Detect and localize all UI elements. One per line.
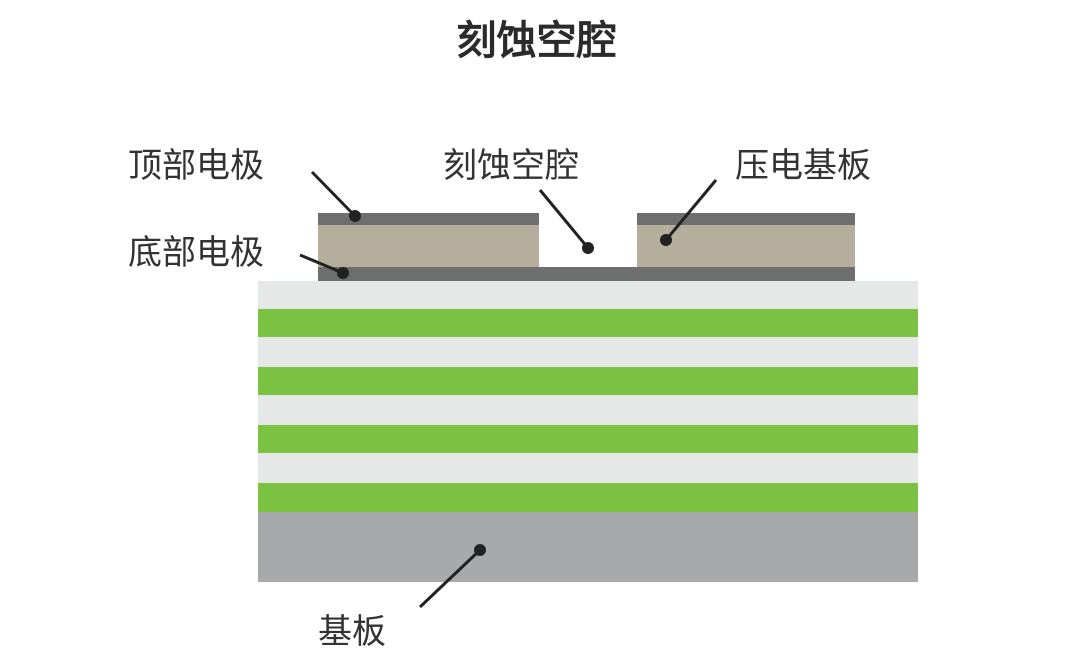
top-electrode-left — [318, 213, 539, 225]
reflector-light-layer — [258, 281, 918, 309]
diagram-title: 刻蚀空腔 — [456, 18, 617, 64]
reflector-green-layer — [258, 367, 918, 395]
reflector-light-layer — [258, 395, 918, 425]
reflector-green-layer — [258, 425, 918, 453]
leader-line-top-electrode — [310, 170, 357, 218]
label-etched-cavity: 刻蚀空腔 — [443, 146, 579, 186]
pointer-dot-icon — [474, 544, 486, 556]
pointer-dot-icon — [660, 234, 672, 246]
substrate-layer — [258, 512, 918, 582]
leader-line-etched-cavity — [538, 189, 590, 249]
label-substrate: 基板 — [318, 612, 386, 652]
leader-line-piezo-substrate — [664, 179, 718, 241]
leader-line-bottom-electrode — [299, 253, 344, 275]
top-electrode-right — [637, 213, 855, 225]
reflector-light-layer — [258, 337, 918, 367]
reflector-green-layer — [258, 309, 918, 337]
reflector-green-layer — [258, 483, 918, 512]
reflector-light-layer — [258, 453, 918, 483]
pointer-dot-icon — [337, 267, 349, 279]
pointer-dot-icon — [582, 242, 594, 254]
piezo-block-left — [318, 225, 539, 267]
label-piezo-substrate: 压电基板 — [735, 146, 871, 186]
leader-line-substrate — [418, 548, 482, 609]
bottom-electrode-layer — [318, 267, 855, 281]
label-bottom-electrode: 底部电极 — [128, 233, 264, 273]
piezo-block-right — [637, 225, 855, 267]
label-top-electrode: 顶部电极 — [128, 146, 264, 186]
pointer-dot-icon — [349, 210, 361, 222]
